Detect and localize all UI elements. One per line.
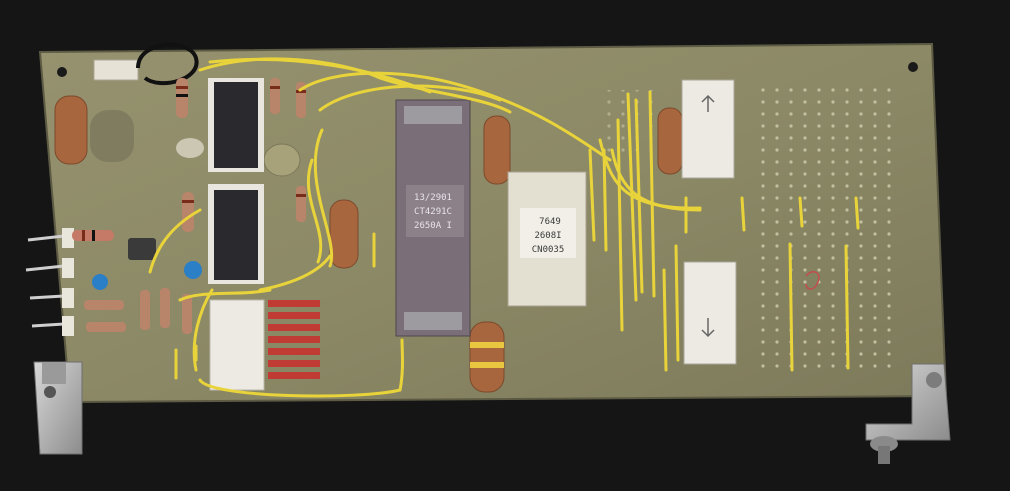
resistor	[182, 294, 192, 334]
ic-socket	[681, 79, 735, 179]
resistor	[270, 78, 280, 114]
capacitor	[54, 95, 88, 165]
arrow-mark	[701, 94, 715, 112]
resistor	[160, 288, 170, 328]
blue-capacitor	[184, 261, 202, 279]
ram-chip	[507, 171, 587, 307]
arrow-mark	[701, 318, 715, 338]
cpu-marking-3: 2650A I	[414, 221, 452, 231]
resistor	[140, 290, 150, 330]
capacitor	[469, 321, 505, 393]
resistor-array	[268, 300, 320, 379]
resistor	[182, 192, 194, 232]
cpu-marking-2: CT4291C	[414, 207, 452, 217]
black-wire	[136, 42, 199, 86]
cpu-chip	[395, 99, 471, 337]
mounting-bracket	[33, 361, 83, 455]
logic-chip	[208, 184, 264, 284]
cpu-marking-1: 13/2901	[414, 193, 452, 203]
led	[176, 138, 204, 158]
hole-field	[760, 80, 900, 370]
mounting-hole	[908, 62, 918, 72]
resistor	[296, 82, 306, 118]
yellow-wires	[148, 57, 860, 398]
connector-header	[93, 59, 139, 81]
crystal	[263, 143, 301, 177]
ram-marking-3: CN0035	[532, 245, 565, 255]
resistor	[296, 186, 306, 222]
capacitor	[657, 107, 683, 175]
blue-capacitor	[92, 274, 108, 290]
ic-socket	[683, 261, 737, 365]
edge-pins	[25, 234, 65, 328]
pin-header	[209, 299, 265, 391]
resistor	[86, 322, 126, 332]
ram-marking-1: 7649	[539, 217, 561, 227]
capacitor	[483, 115, 511, 185]
logic-chip	[208, 78, 264, 172]
edge-connector	[62, 228, 74, 336]
resistor	[72, 230, 114, 241]
mounting-hole	[57, 67, 67, 77]
resistor	[84, 300, 124, 310]
mounting-bracket	[865, 363, 951, 464]
capacitor	[329, 199, 359, 269]
transistor	[128, 238, 156, 260]
red-marking	[805, 271, 820, 290]
capacitor-shadow	[90, 110, 134, 162]
resistor	[176, 78, 188, 118]
ram-marking-2: 2608I	[534, 231, 561, 241]
